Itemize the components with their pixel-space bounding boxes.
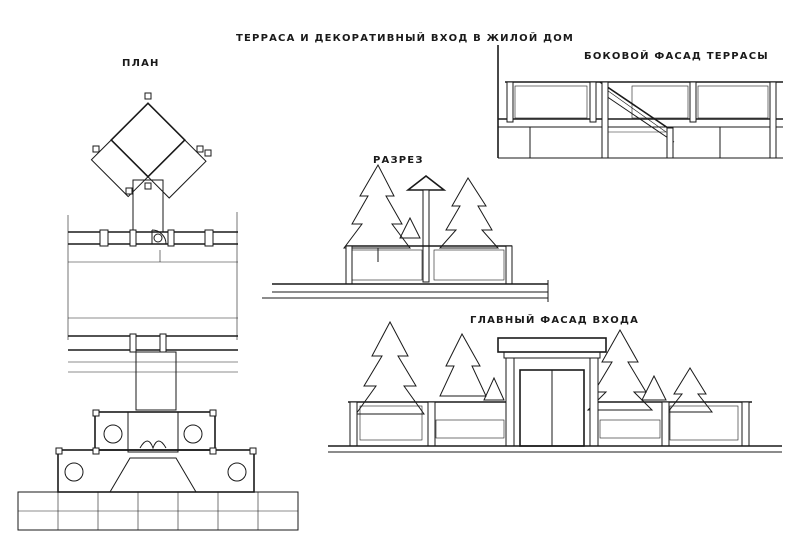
side-facade-view <box>497 45 783 159</box>
plan-view <box>17 92 299 531</box>
section-view <box>262 163 549 302</box>
main-facade-view <box>328 320 782 453</box>
plan-label: ПЛАН <box>122 58 160 69</box>
main-facade-label: ГЛАВНЫЙ ФАСАД ВХОДА <box>470 315 640 326</box>
drawing-title: ТЕРРАСА И ДЕКОРАТИВНЫЙ ВХОД В ЖИЛОЙ ДОМ <box>236 33 575 44</box>
section-label: РАЗРЕЗ <box>373 155 424 166</box>
side-facade-label: БОКОВОЙ ФАСАД ТЕРРАСЫ <box>584 51 769 62</box>
